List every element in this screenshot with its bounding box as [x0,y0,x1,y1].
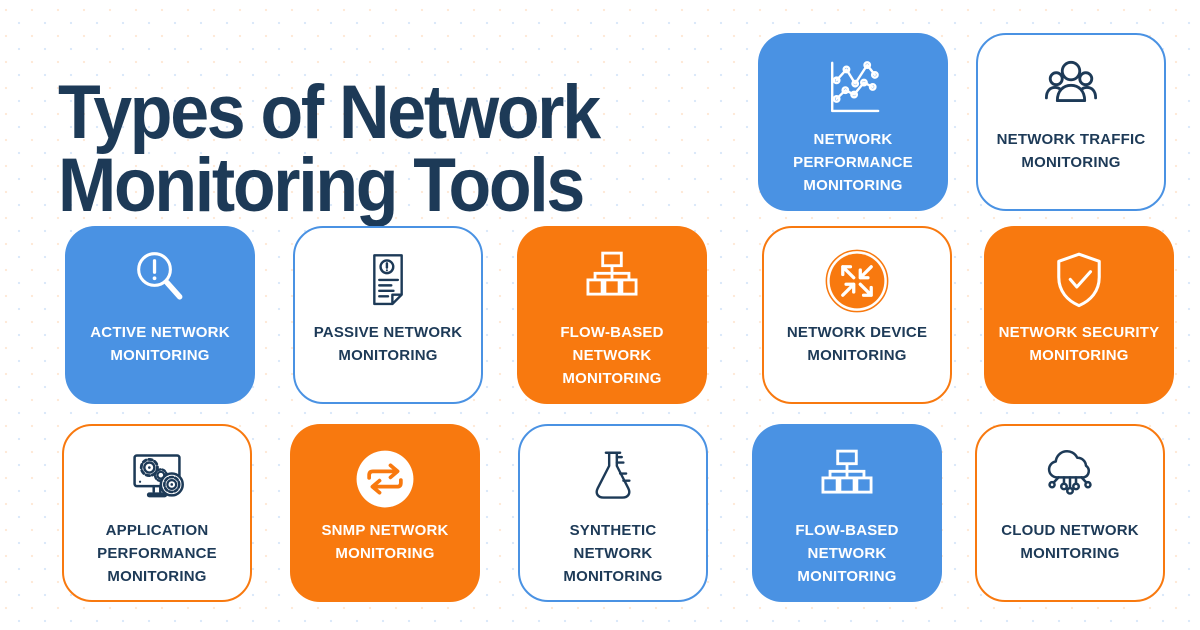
line-chart-icon [818,50,888,126]
exchange-arrows-icon [350,441,420,517]
card-network-device-monitoring: NETWORK DEVICE MONITORING [762,226,952,404]
card-label: FLOW-BASED NETWORK MONITORING [560,324,664,387]
card-label: APPLICATION PERFORMANCE MONITORING [97,522,217,585]
card-label: ACTIVE NETWORK MONITORING [90,324,230,364]
card-flow-based-network-monitoring: FLOW-BASED NETWORK MONITORING [517,226,707,404]
card-label: SYNTHETIC NETWORK MONITORING [563,522,663,585]
card-application-performance-monitoring: APPLICATION PERFORMANCE MONITORING [62,424,252,602]
card-label: FLOW-BASED NETWORK MONITORING [795,522,899,585]
users-group-icon [1036,50,1106,126]
card-synthetic-network-monitoring: SYNTHETIC NETWORK MONITORING [518,424,708,602]
card-label: PASSIVE NETWORK MONITORING [313,324,463,364]
monitor-gears-icon [122,441,192,517]
card-label: NETWORK DEVICE MONITORING [786,324,928,364]
card-label: CLOUD NETWORK MONITORING [1001,522,1139,562]
shield-check-icon [1044,243,1114,319]
card-network-performance-monitoring: NETWORK PERFORMANCE MONITORING [758,33,948,211]
card-snmp-network-monitoring: SNMP NETWORK MONITORING [290,424,480,602]
magnifier-alert-icon [125,243,195,319]
network-tree-icon [577,243,647,319]
document-report-icon [353,243,423,319]
card-network-traffic-monitoring: NETWORK TRAFFIC MONITORING [976,33,1166,211]
card-label: NETWORK TRAFFIC MONITORING [996,131,1146,171]
flask-icon [578,441,648,517]
card-label: NETWORK PERFORMANCE MONITORING [793,131,913,194]
card-label: SNMP NETWORK MONITORING [321,522,449,562]
router-arrows-icon [822,243,892,319]
card-network-security-monitoring: NETWORK SECURITY MONITORING [984,226,1174,404]
card-label: NETWORK SECURITY MONITORING [998,324,1160,364]
card-cloud-network-monitoring: CLOUD NETWORK MONITORING [975,424,1165,602]
card-flow-based-network-monitoring-2: FLOW-BASED NETWORK MONITORING [752,424,942,602]
network-tree-icon [812,441,882,517]
card-passive-network-monitoring: PASSIVE NETWORK MONITORING [293,226,483,404]
card-active-network-monitoring: ACTIVE NETWORK MONITORING [65,226,255,404]
cloud-network-icon [1035,441,1105,517]
page-title: Types of Network Monitoring Tools [58,69,601,228]
